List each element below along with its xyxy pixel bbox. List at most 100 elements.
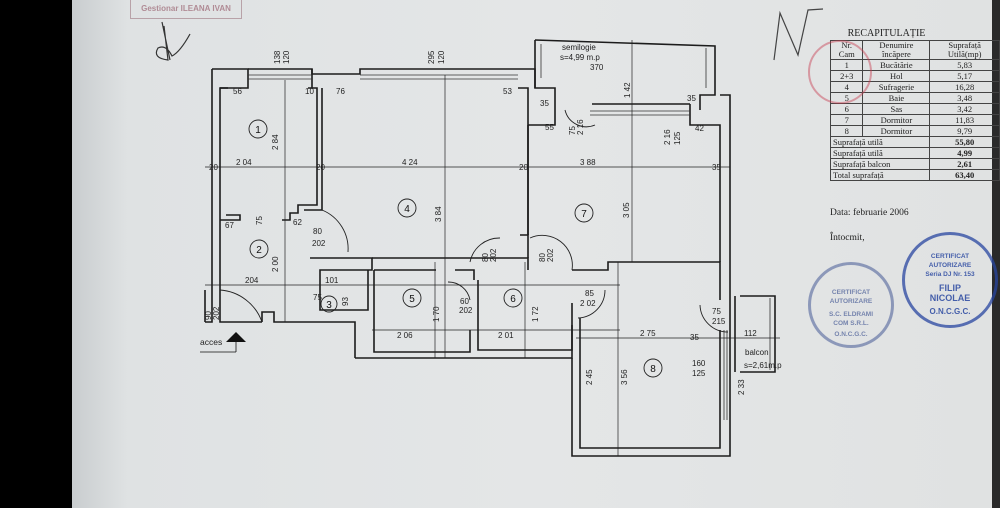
svg-text:2 84: 2 84 (271, 134, 280, 150)
svg-text:80: 80 (481, 253, 490, 262)
svg-text:35: 35 (540, 99, 549, 108)
cell-name: Hol (862, 70, 931, 82)
table-row: 8 Dormitor 9,79 (829, 125, 1000, 137)
svg-text:138: 138 (273, 50, 282, 64)
cell-name: Dormitor (862, 125, 931, 137)
svg-text:75: 75 (712, 307, 721, 316)
stamp-right-line: FILIP (939, 283, 961, 293)
svg-text:53: 53 (503, 87, 512, 96)
svg-text:55: 55 (545, 123, 554, 132)
total-row: Suprafață balcon 2,61 (829, 158, 1000, 170)
cell-area: 9,79 (929, 125, 1000, 137)
stamp-left-line: AUTORIZARE (829, 298, 873, 305)
total-value: 55,80 (929, 136, 1000, 148)
svg-text:1 70: 1 70 (432, 306, 441, 322)
cell-nr: 6 (829, 103, 864, 115)
room-4-number: 4 (404, 204, 410, 215)
svg-text:112: 112 (744, 329, 757, 338)
room-1-number: 1 (255, 125, 261, 136)
svg-text:20: 20 (519, 163, 528, 172)
svg-text:60: 60 (460, 297, 469, 306)
svg-text:35: 35 (690, 333, 699, 342)
stamp-red-seal (808, 40, 872, 104)
svg-text:295: 295 (427, 50, 436, 64)
total-row: Suprafață utilă 55,80 (829, 136, 1000, 148)
total-value: 2,61 (929, 158, 1000, 170)
svg-text:s=2,61m.p: s=2,61m.p (744, 361, 782, 370)
svg-text:42: 42 (695, 124, 704, 133)
stamp-left-bottom: O.N.C.G.C. (834, 331, 868, 338)
svg-text:20: 20 (316, 163, 325, 172)
svg-text:2 16: 2 16 (576, 119, 585, 135)
stamp-right-line: Seria DJ Nr. 153 (925, 271, 975, 278)
total-row: Suprafață utilă 4,99 (829, 147, 1000, 159)
svg-text:2 16: 2 16 (663, 129, 672, 145)
cell-area: 3,48 (929, 92, 1000, 104)
svg-text:202: 202 (546, 248, 555, 262)
cell-area: 5,83 (929, 59, 1000, 71)
recap-table: Nr. Cam Denumire încăpere Suprafață Util… (829, 40, 1000, 181)
svg-text:semilogie: semilogie (562, 43, 596, 52)
total-label: Suprafață balcon (829, 158, 931, 170)
svg-text:90: 90 (204, 311, 213, 320)
table-row: 7 Dormitor 11,83 (829, 114, 1000, 126)
cell-nr: 8 (829, 125, 864, 137)
recap-title: RECAPITULAȚIE (847, 28, 926, 39)
total-row: Total suprafață 63,40 (829, 169, 1000, 181)
signature-top-right (773, 8, 824, 61)
total-value: 4,99 (929, 147, 1000, 159)
svg-text:67: 67 (225, 221, 234, 230)
total-label: Total suprafață (829, 169, 931, 181)
svg-text:75: 75 (568, 126, 577, 135)
svg-text:215: 215 (712, 317, 726, 326)
svg-text:101: 101 (325, 276, 339, 285)
svg-text:s=4,99 m.p: s=4,99 m.p (560, 53, 600, 62)
access-arrow-icon (226, 332, 246, 342)
svg-text:35: 35 (687, 94, 696, 103)
stamp-left-seal: CERTIFICAT AUTORIZARE S.C. ELDRAMI COM S… (808, 262, 894, 348)
svg-text:2 75: 2 75 (640, 329, 656, 338)
svg-text:35: 35 (712, 163, 721, 172)
svg-text:2 06: 2 06 (397, 331, 413, 340)
svg-text:2 04: 2 04 (236, 158, 252, 167)
svg-text:125: 125 (692, 369, 706, 378)
stamp-right-seal: CERTIFICAT AUTORIZARE Seria DJ Nr. 153 F… (902, 232, 998, 328)
svg-text:370: 370 (590, 63, 604, 72)
svg-text:4 24: 4 24 (402, 158, 418, 167)
svg-text:20: 20 (209, 163, 218, 172)
svg-text:85: 85 (585, 289, 594, 298)
cell-name: Sas (862, 103, 931, 115)
svg-text:3 05: 3 05 (622, 202, 631, 218)
svg-text:76: 76 (336, 87, 345, 96)
stamp-left-line: S.C. ELDRAMI (828, 311, 874, 318)
svg-text:202: 202 (489, 248, 498, 262)
room-6-number: 6 (510, 294, 516, 305)
svg-text:2 45: 2 45 (585, 369, 594, 385)
room-5-number: 5 (409, 294, 415, 305)
cell-area: 16,28 (929, 81, 1000, 93)
cell-nr: 7 (829, 114, 864, 126)
room-2-number: 2 (256, 245, 262, 256)
svg-text:120: 120 (437, 50, 446, 64)
stamp-right-line: CERTIFICAT (930, 253, 970, 260)
stamp-right-line: NICOLAE (929, 293, 971, 303)
svg-text:balcon: balcon (745, 348, 769, 357)
total-label: Suprafață utilă (829, 147, 931, 159)
svg-text:75: 75 (313, 293, 322, 302)
svg-text:202: 202 (459, 306, 473, 315)
total-value: 63,40 (929, 169, 1000, 181)
stamp-left-line: CERTIFICAT (831, 289, 871, 296)
svg-text:1 42: 1 42 (623, 82, 632, 98)
svg-text:10: 10 (305, 87, 314, 96)
svg-text:202: 202 (312, 239, 326, 248)
room-7-number: 7 (581, 209, 587, 220)
stamp-right-line: AUTORIZARE (928, 262, 972, 269)
page-edge (992, 0, 1000, 508)
cell-name: Bucătărie (862, 59, 931, 71)
svg-text:3 88: 3 88 (580, 158, 596, 167)
cell-area: 11,83 (929, 114, 1000, 126)
svg-text:3 84: 3 84 (434, 206, 443, 222)
svg-text:202: 202 (212, 306, 221, 320)
svg-text:2 01: 2 01 (498, 331, 514, 340)
date-text: Data: februarie 2006 (830, 208, 909, 218)
